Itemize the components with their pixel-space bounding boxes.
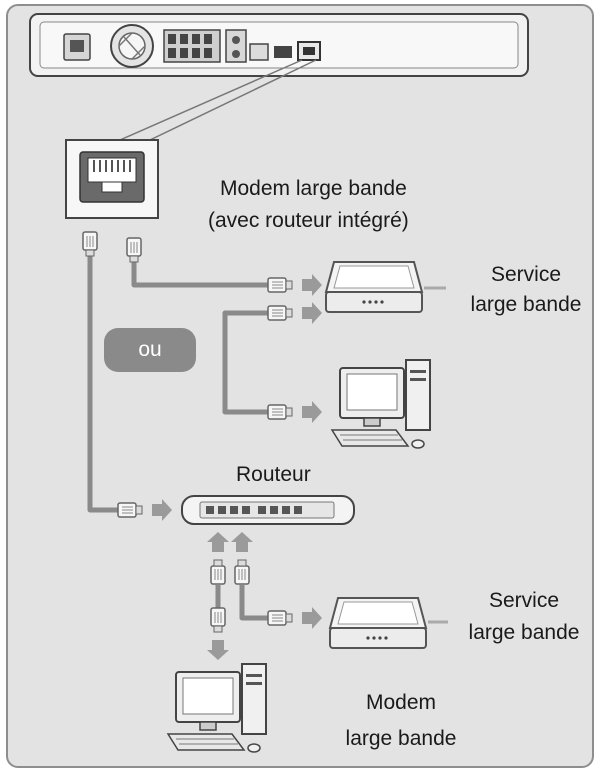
- rj45-plug-icon: [267, 277, 293, 293]
- callout-line: [119, 59, 303, 141]
- service-bottom-line2: large bande: [468, 621, 580, 644]
- computer-icon: [331, 359, 431, 449]
- computer-icon: [167, 663, 267, 753]
- rj45-plug-icon: [82, 231, 98, 257]
- rj45-plug-icon: [210, 559, 226, 585]
- network-cables: [87, 250, 268, 621]
- arrow-right-icon: [302, 401, 322, 423]
- modem-title-line2: (avec routeur intégré): [208, 209, 409, 232]
- rj45-plug-icon: [267, 404, 293, 420]
- modem-title-line1: Modem large bande: [220, 177, 407, 200]
- diagram-frame: [6, 4, 594, 768]
- arrow-down-icon: [207, 640, 229, 660]
- rj45-plug-icon: [234, 559, 250, 585]
- arrow-right-icon: [152, 499, 172, 521]
- modem-bottom-line1: Modem: [365, 691, 437, 714]
- rj45-plug-icon: [210, 607, 226, 633]
- modem-icon: [325, 261, 423, 313]
- router-icon: [181, 495, 355, 525]
- arrow-up-icon: [231, 532, 253, 552]
- lan-port-callout: [65, 139, 159, 219]
- modem-bottom-line2: large bande: [345, 727, 457, 750]
- rj45-plug-icon: [267, 305, 293, 321]
- service-top-line1: Service: [490, 263, 562, 286]
- rj45-plug-icon: [126, 237, 142, 263]
- service-top-line2: large bande: [470, 293, 582, 316]
- ou-badge: ou: [104, 328, 196, 372]
- rj45-plug-icon: [267, 610, 293, 626]
- rj45-plug-icon: [117, 502, 143, 518]
- arrow-right-icon: [302, 302, 322, 324]
- callout-line: [149, 59, 317, 141]
- service-bottom-line1: Service: [488, 589, 560, 612]
- arrow-right-icon: [302, 274, 322, 296]
- arrow-right-icon: [302, 607, 322, 629]
- arrow-up-icon: [207, 532, 229, 552]
- router-label: Routeur: [236, 463, 311, 486]
- modem-icon: [329, 597, 427, 649]
- home-theater-back-panel: [29, 13, 529, 77]
